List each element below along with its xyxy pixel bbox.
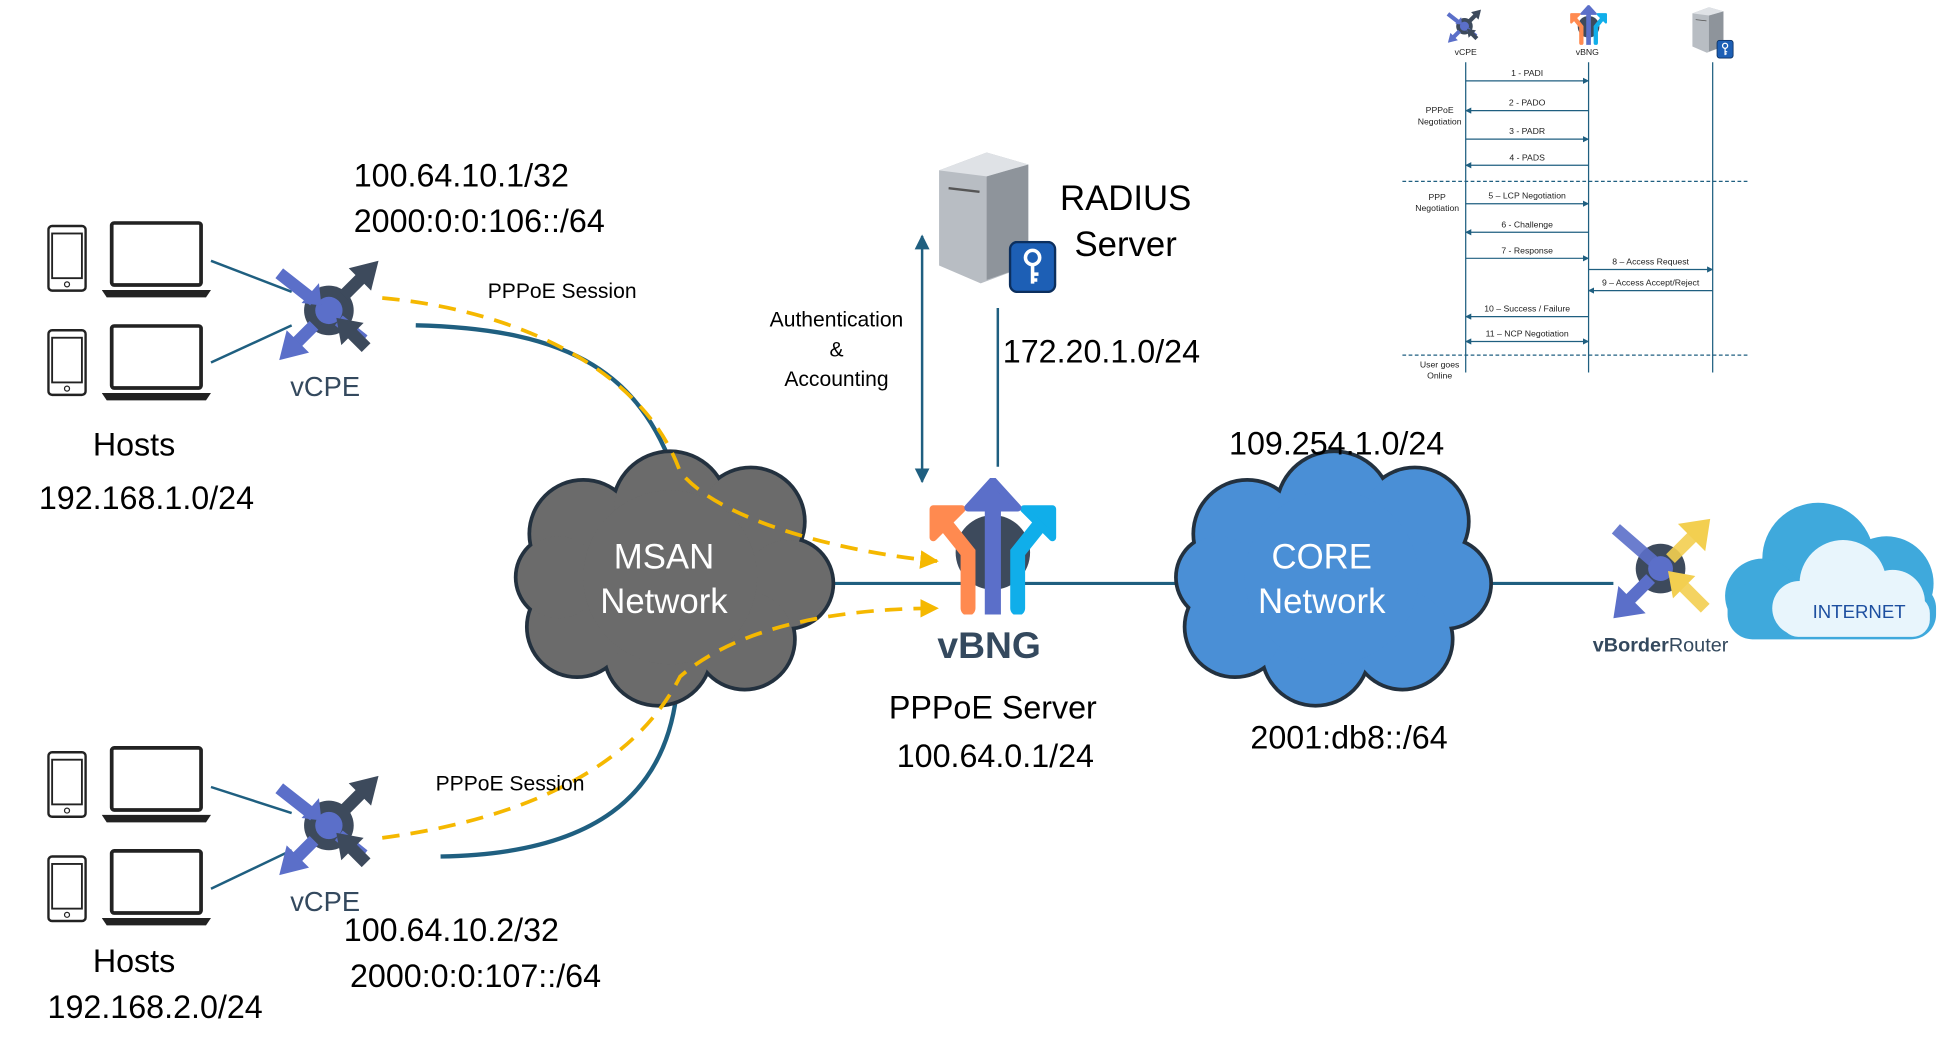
laptop-icon xyxy=(101,849,211,928)
seq-message-label: 2 - PADO xyxy=(1509,98,1546,108)
core-ipv4: 109.254.1.0/24 xyxy=(1229,425,1444,461)
phone-icon xyxy=(47,750,87,819)
hosts-top-group: Hosts 192.168.1.0/24 xyxy=(39,221,254,516)
radius-label: RADIUS xyxy=(1060,180,1191,218)
seq-phase-label: Negotiation xyxy=(1418,116,1462,126)
pppoe-session-label: PPPoE Session xyxy=(488,280,637,303)
seq-phase-label: User goes xyxy=(1420,360,1460,370)
seq-message-label: 8 – Access Request xyxy=(1612,257,1689,267)
vbng-ip: 100.64.0.1/24 xyxy=(897,738,1094,774)
seq-message-label: 4 - PADS xyxy=(1509,152,1545,162)
hosts-label: Hosts xyxy=(93,943,175,979)
core-label: CORE xyxy=(1272,539,1372,577)
vcpe-icon xyxy=(1448,10,1481,43)
vcpe-label: vCPE xyxy=(290,886,360,917)
hosts-label: Hosts xyxy=(93,427,175,463)
vcpe-icon xyxy=(279,261,378,360)
seq-message-label: 10 – Success / Failure xyxy=(1484,304,1570,314)
core-ipv6: 2001:db8::/64 xyxy=(1250,720,1447,756)
vcpe-ipv4: 100.64.10.1/32 xyxy=(354,157,569,193)
phone-icon xyxy=(47,329,87,397)
laptop-icon xyxy=(101,324,211,403)
vborder-router-label: vBorderRouter xyxy=(1593,635,1729,657)
vbng-label: vBNG xyxy=(937,624,1040,666)
msan-cloud: MSAN Network xyxy=(513,449,836,708)
key-icon xyxy=(1008,240,1057,294)
msan-label: Network xyxy=(600,583,728,621)
seq-message-label: 6 - Challenge xyxy=(1501,219,1553,229)
internet-label: INTERNET xyxy=(1813,601,1906,622)
auth-label: & xyxy=(829,338,843,361)
laptop-icon xyxy=(101,221,211,300)
pppoe-session-top xyxy=(382,296,939,569)
phone-icon xyxy=(47,224,87,292)
seq-message-label: 3 - PADR xyxy=(1509,126,1545,136)
radius-label: Server xyxy=(1074,226,1176,264)
sequence-diagram: vCPE vBNG 1 - PADI 2 - PADO 3 - PADR 4 - PA… xyxy=(1402,6,1748,381)
core-label: Network xyxy=(1258,583,1386,621)
pppoe-session-bottom xyxy=(382,598,939,840)
seq-message-label: 5 – LCP Negotiation xyxy=(1488,191,1566,201)
seq-message-label: 1 - PADI xyxy=(1511,68,1543,78)
vcpe-label: vCPE xyxy=(290,371,360,402)
seq-phase-label: PPPoE xyxy=(1426,105,1454,115)
hosts-bottom-group: Hosts 192.168.2.0/24 xyxy=(47,746,263,1025)
phone-icon xyxy=(47,855,87,923)
pppoe-session-label: PPPoE Session xyxy=(436,773,585,796)
access-link-top xyxy=(415,323,683,492)
laptop-icon xyxy=(101,746,211,825)
hosts-subnet: 192.168.1.0/24 xyxy=(39,480,254,516)
auth-label: Accounting xyxy=(784,368,888,391)
vcpe-ipv6: 2000:0:0:106::/64 xyxy=(354,203,605,239)
seq-phase-label: Negotiation xyxy=(1415,203,1459,213)
vborder-router-icon xyxy=(1611,518,1711,619)
vcpe-ipv4: 100.64.10.2/32 xyxy=(344,912,559,948)
host-links xyxy=(210,259,293,890)
auth-label: Authentication xyxy=(770,309,904,332)
seq-participant: vCPE xyxy=(1455,47,1477,57)
seq-participant: vBNG xyxy=(1576,47,1599,57)
hosts-subnet: 192.168.2.0/24 xyxy=(48,989,263,1025)
vcpe-ipv6: 2000:0:0:107::/64 xyxy=(350,958,601,994)
access-link-bottom xyxy=(440,694,679,859)
seq-phase-label: PPP xyxy=(1428,192,1446,202)
seq-phase-label: Online xyxy=(1427,371,1452,381)
vbng-icon xyxy=(1571,6,1606,45)
vbng-icon xyxy=(933,480,1052,614)
vcpe-icon xyxy=(279,776,378,875)
seq-message-label: 7 - Response xyxy=(1501,245,1553,255)
key-icon xyxy=(1716,39,1734,59)
msan-label: MSAN xyxy=(614,539,714,577)
radius-subnet: 172.20.1.0/24 xyxy=(1003,334,1200,370)
core-cloud: CORE Network xyxy=(1174,449,1494,708)
seq-message-label: 9 – Access Accept/Reject xyxy=(1602,278,1700,288)
vbng-role: PPPoE Server xyxy=(889,690,1097,726)
seq-message-label: 11 – NCP Negotiation xyxy=(1486,328,1569,338)
internet-cloud-icon: INTERNET xyxy=(1725,502,1937,640)
